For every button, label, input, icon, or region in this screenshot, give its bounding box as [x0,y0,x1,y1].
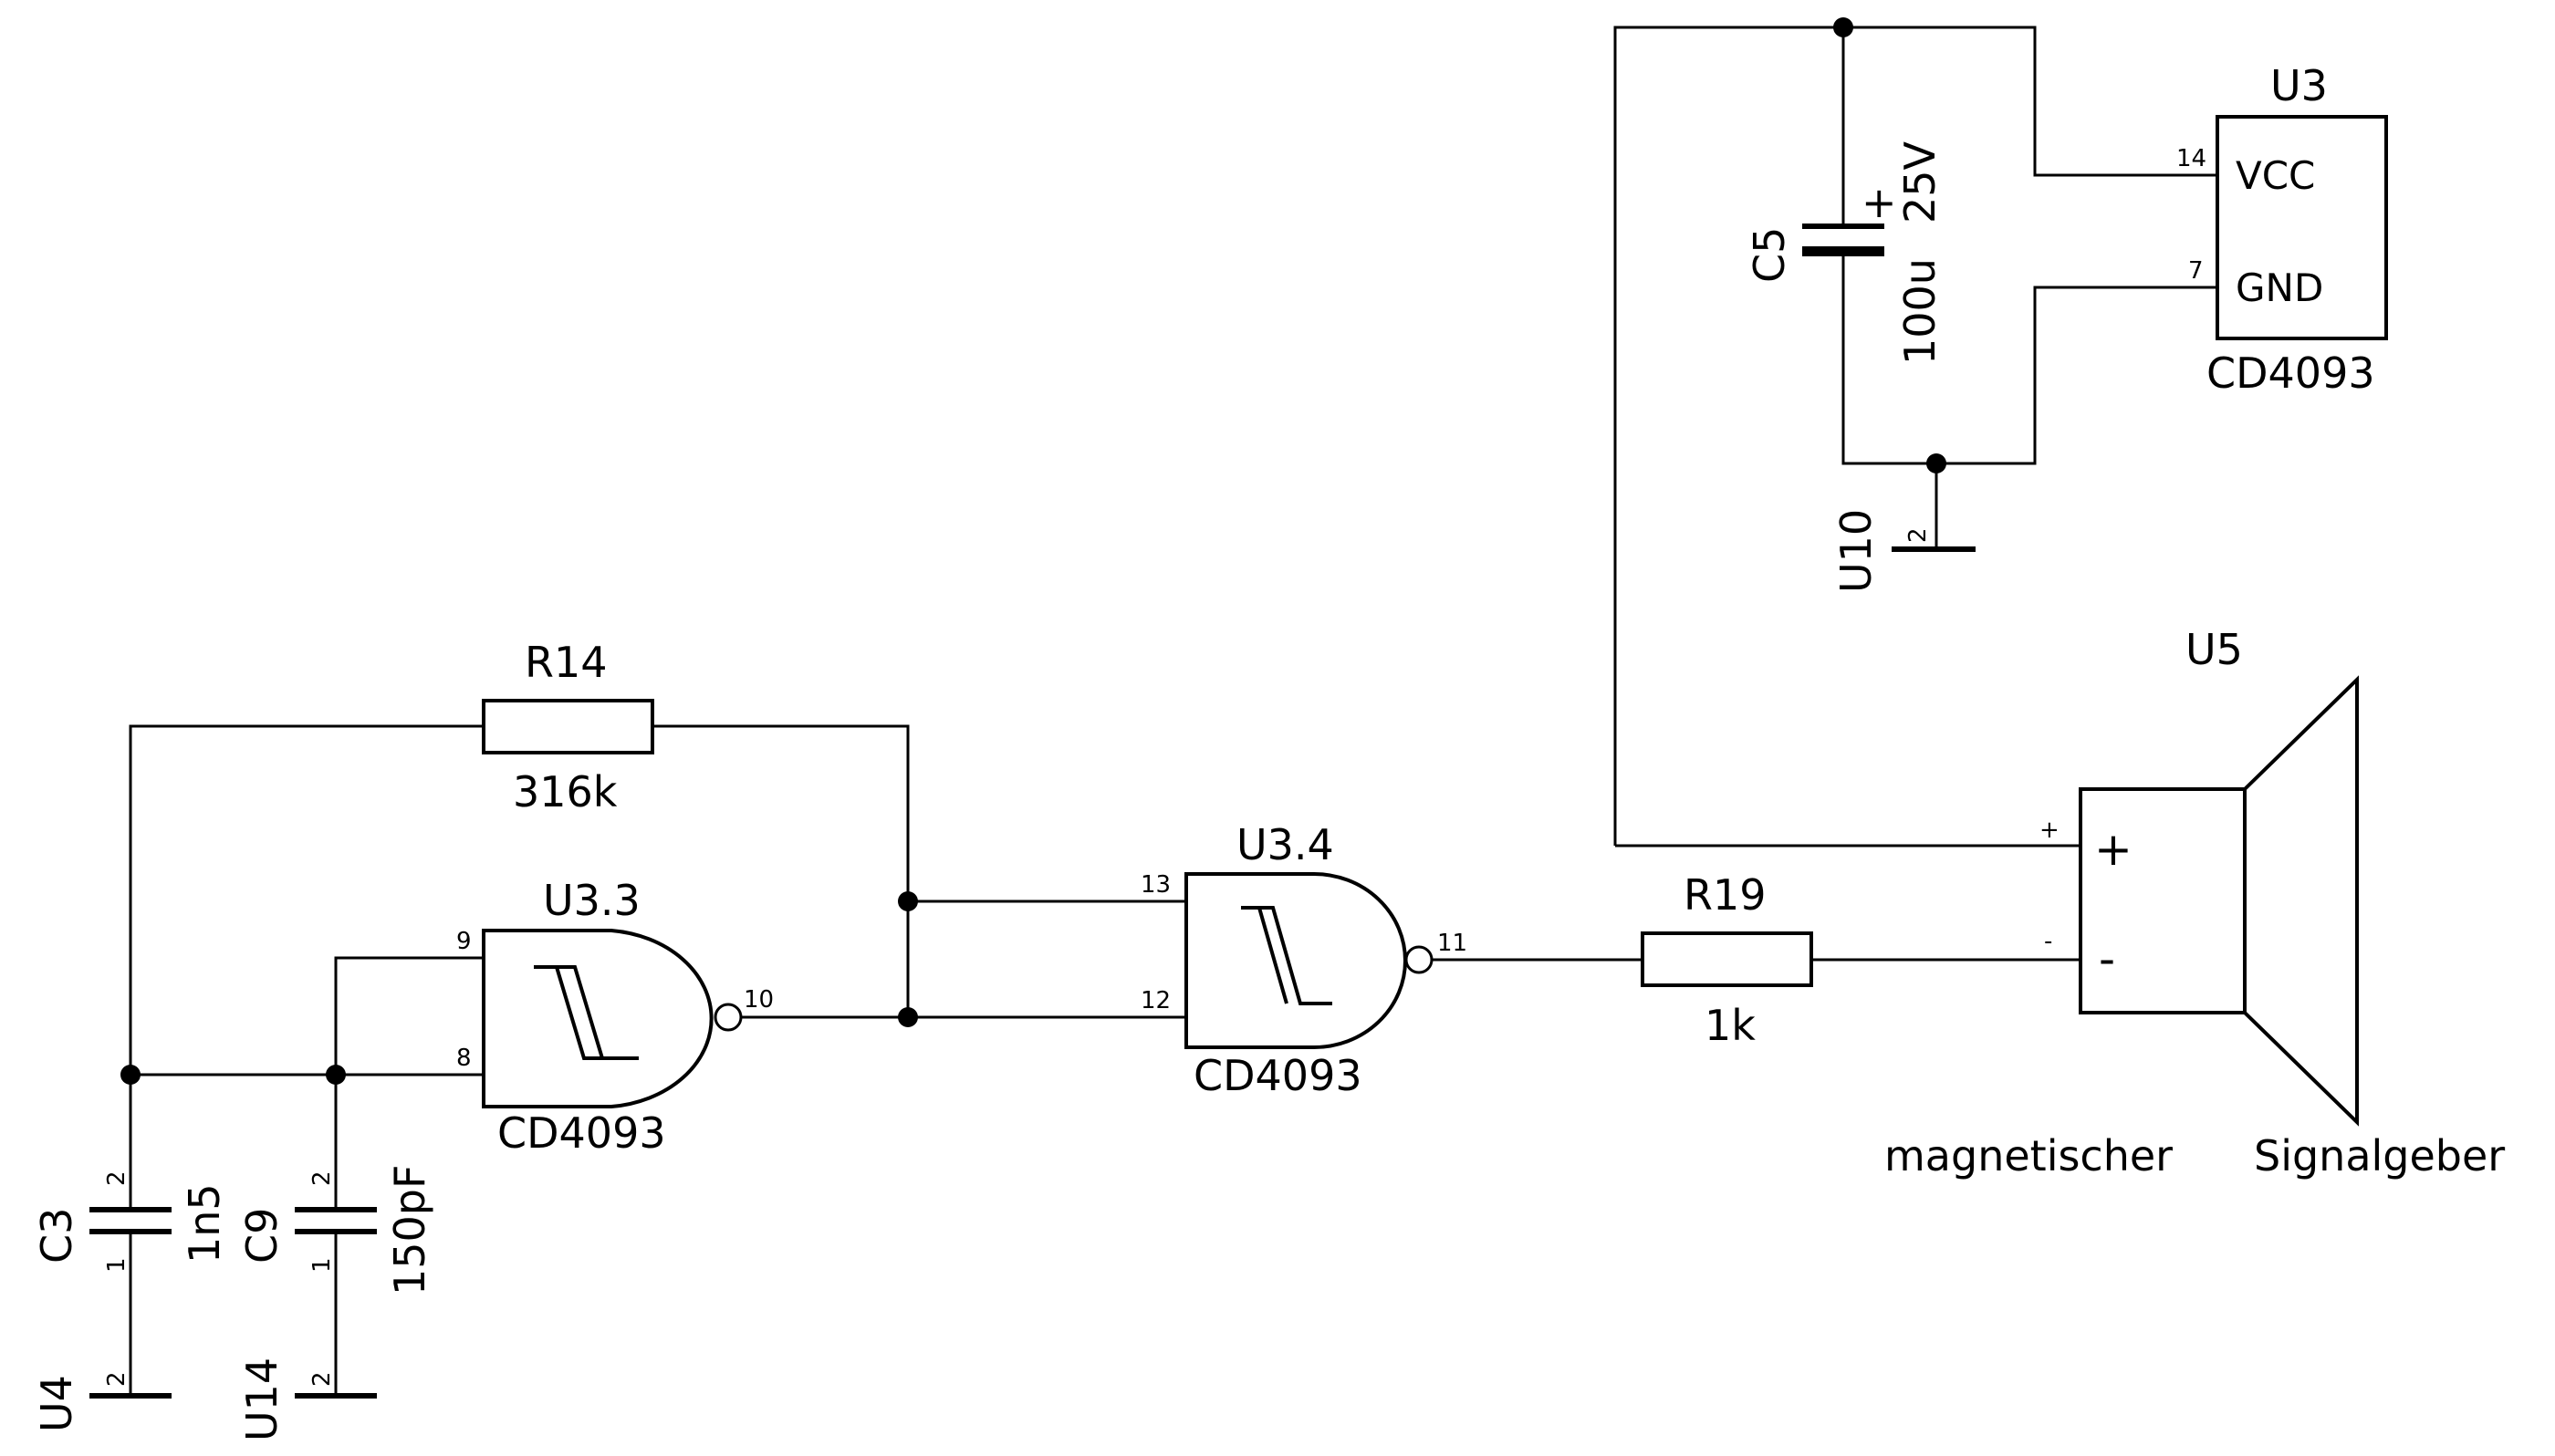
junction-dot [120,1065,141,1085]
wire-r14-right [652,724,910,1017]
c5-value: 100u [1895,258,1945,365]
u5-caption-b: Signalgeber [2254,1131,2505,1180]
u5-inner-plus: + [2094,823,2133,876]
c9-pin2: 2 [308,1170,336,1186]
c9-ref: C9 [237,1208,287,1264]
ground-u4: 2 U4 [32,1371,172,1432]
c3-pin2: 2 [103,1170,130,1186]
resistor-r14: R14 316k [482,638,654,816]
schmitt-icon [1241,906,1332,1005]
c5-voltage: 25V [1895,140,1945,224]
junction-dot [1926,453,1946,473]
u14-pin: 2 [308,1371,336,1387]
wire-c5-minus [1841,254,2217,465]
u3-part: CD4093 [2206,348,2375,398]
pin-13: 13 [1141,871,1171,899]
capacitor-c3: 2 1 C3 1n5 [32,1170,229,1273]
capacitor-c9: 2 1 C9 150pF [237,1165,434,1295]
r14-value: 316k [513,767,618,816]
junction-dot [1833,17,1853,37]
pin-14: 14 [2176,145,2206,172]
pin-7: 7 [2188,257,2204,285]
u10-pin: 2 [1904,527,1932,543]
pin-11: 11 [1437,930,1467,957]
ground-u14: 2 U14 [237,1357,377,1441]
speaker-cone-icon [2243,675,2359,1127]
inverter-bubble [1404,945,1434,974]
pin-10: 10 [744,986,774,1014]
c3-pin1: 1 [103,1257,130,1273]
resistor-r19: R19 1k [1641,870,1813,1050]
gnd-label: GND [2236,265,2323,310]
u4-pin: 2 [103,1371,130,1387]
u4-ref: U4 [32,1375,81,1432]
capacitor-c5: + C5 100u 25V [1745,140,1945,365]
junction-dot [898,1007,918,1027]
ic-u3-power: U3 CD4093 VCC GND 14 7 [2176,61,2388,398]
u3-ref: U3 [2270,61,2328,110]
c5-ref: C5 [1745,227,1794,283]
u5-pin-plus: + [2039,816,2060,844]
ground-u10: 2 U10 [1831,509,1976,593]
u14-ref: U14 [237,1357,287,1441]
u3-3-part: CD4093 [497,1108,666,1158]
c3-value: 1n5 [180,1183,229,1264]
u5-inner-minus: - [2099,932,2115,985]
u5-caption-a: magnetischer [1884,1131,2173,1180]
pin-12: 12 [1141,987,1171,1014]
wire-r14-left [129,724,484,1075]
inverter-bubble [714,1003,743,1032]
u5-ref: U5 [2185,625,2243,674]
pin-9: 9 [456,928,472,955]
gate-u3-3: U3.3 CD4093 9 8 10 [456,876,774,1158]
junctions [120,17,1946,1085]
c9-value: 150pF [385,1165,434,1295]
r19-ref: R19 [1684,870,1767,920]
u3-4-ref: U3.4 [1236,820,1334,869]
pin-8: 8 [456,1045,472,1072]
u10-ref: U10 [1831,509,1881,593]
junction-dot [898,891,918,911]
r14-ref: R14 [525,638,608,687]
u3-3-ref: U3.3 [543,876,641,925]
c3-ref: C3 [32,1208,81,1264]
r19-value: 1k [1705,1001,1756,1050]
wires [129,26,2217,1396]
junction-dot [326,1065,346,1085]
wire-supply-top [1613,26,2217,846]
wire-pin9 [334,956,484,1075]
c9-pin1: 1 [308,1257,336,1273]
vcc-label: VCC [2236,153,2315,198]
buzzer-u5: U5 + - + - magnetischer Signalgeber [1884,625,2505,1180]
u5-pin-minus: - [2044,928,2052,955]
gate-u3-4: U3.4 CD4093 13 12 11 [1141,820,1467,1100]
c5-polarity: + [1862,178,1897,227]
u3-4-part: CD4093 [1194,1051,1362,1100]
